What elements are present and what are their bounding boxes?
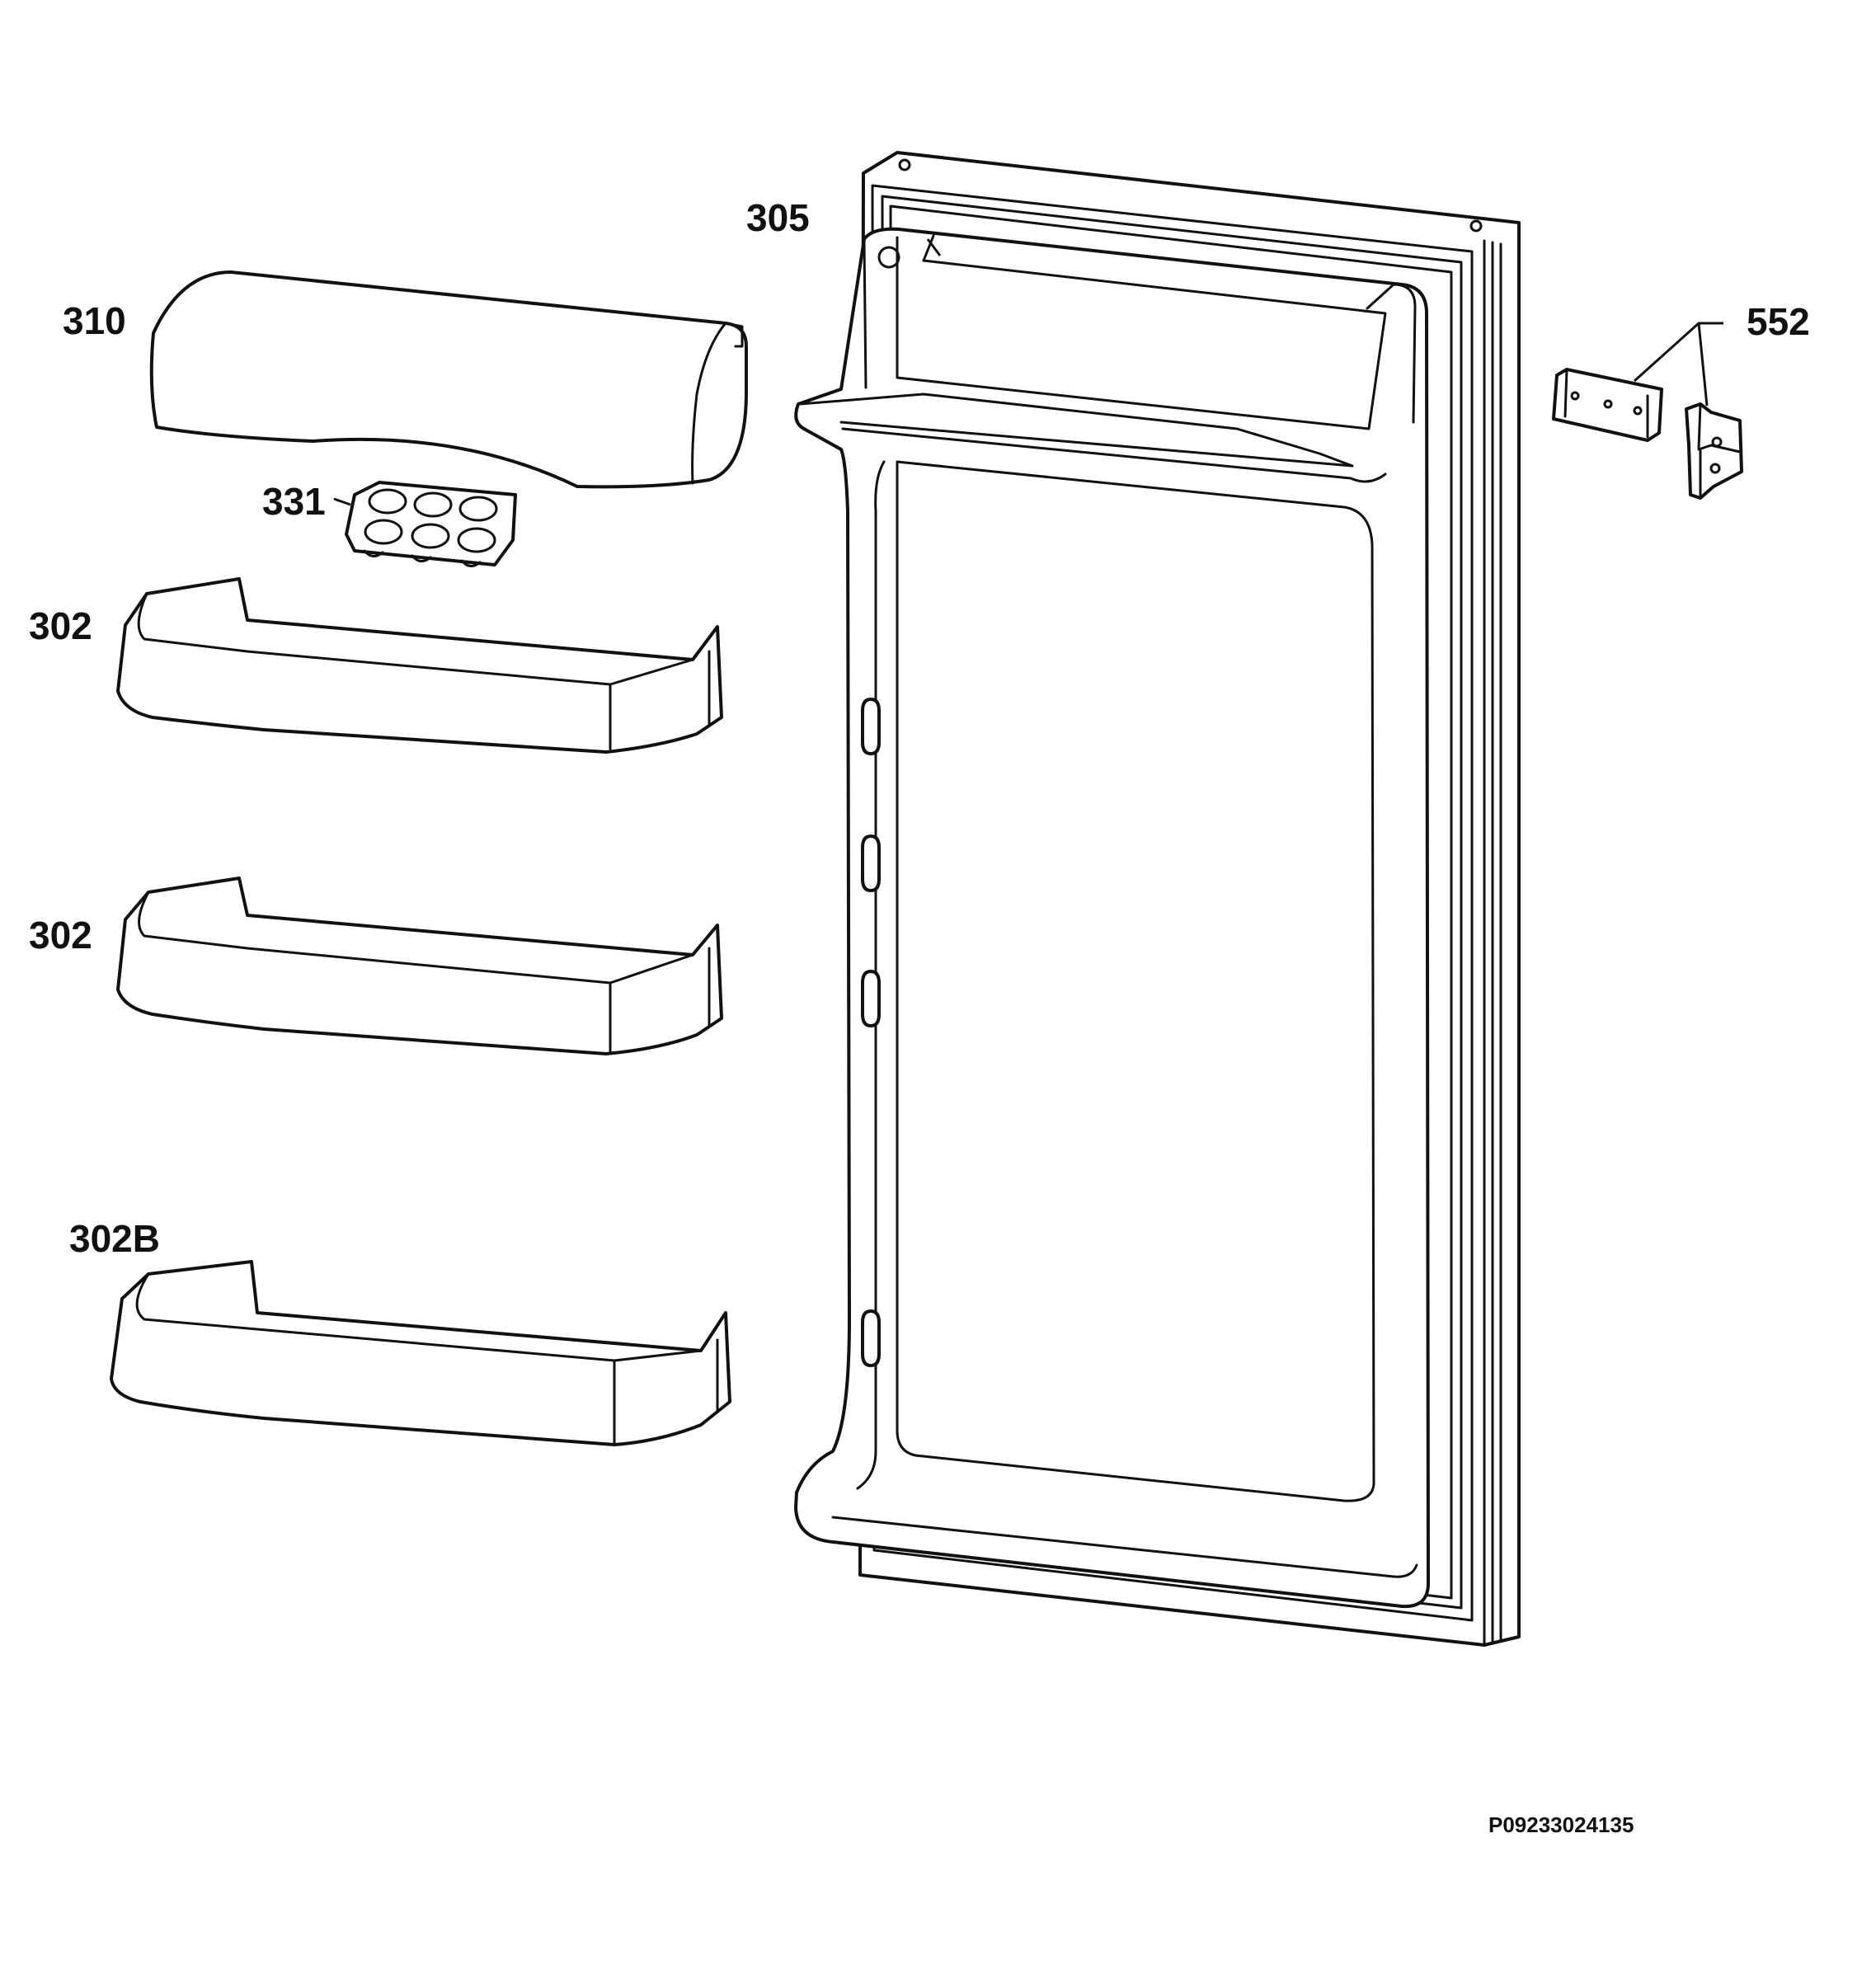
drawing-code: P09233024135 bbox=[1488, 1812, 1634, 1837]
callout-302-middle: 302 bbox=[29, 914, 92, 957]
door-part-305[interactable] bbox=[794, 151, 1521, 1647]
shelf-part-302-upper[interactable] bbox=[116, 577, 723, 754]
callout-305: 305 bbox=[746, 196, 810, 239]
shelf-part-302-middle[interactable] bbox=[116, 877, 723, 1055]
callout-310: 310 bbox=[63, 299, 126, 342]
callout-302B: 302B bbox=[69, 1217, 160, 1260]
shelf-part-302B-lower[interactable] bbox=[110, 1260, 731, 1446]
egg-tray-part-331[interactable] bbox=[345, 481, 517, 567]
callout-552: 552 bbox=[1747, 300, 1810, 343]
callout-331: 331 bbox=[262, 480, 326, 523]
callout-302-upper: 302 bbox=[29, 604, 92, 647]
hinge-part-552[interactable] bbox=[1552, 368, 1743, 500]
cover-part-310[interactable] bbox=[149, 270, 749, 489]
leader-lines bbox=[333, 238, 1723, 506]
callout-labels: 305 310 331 302 302 302B 552 P0923302413… bbox=[29, 196, 1810, 1837]
